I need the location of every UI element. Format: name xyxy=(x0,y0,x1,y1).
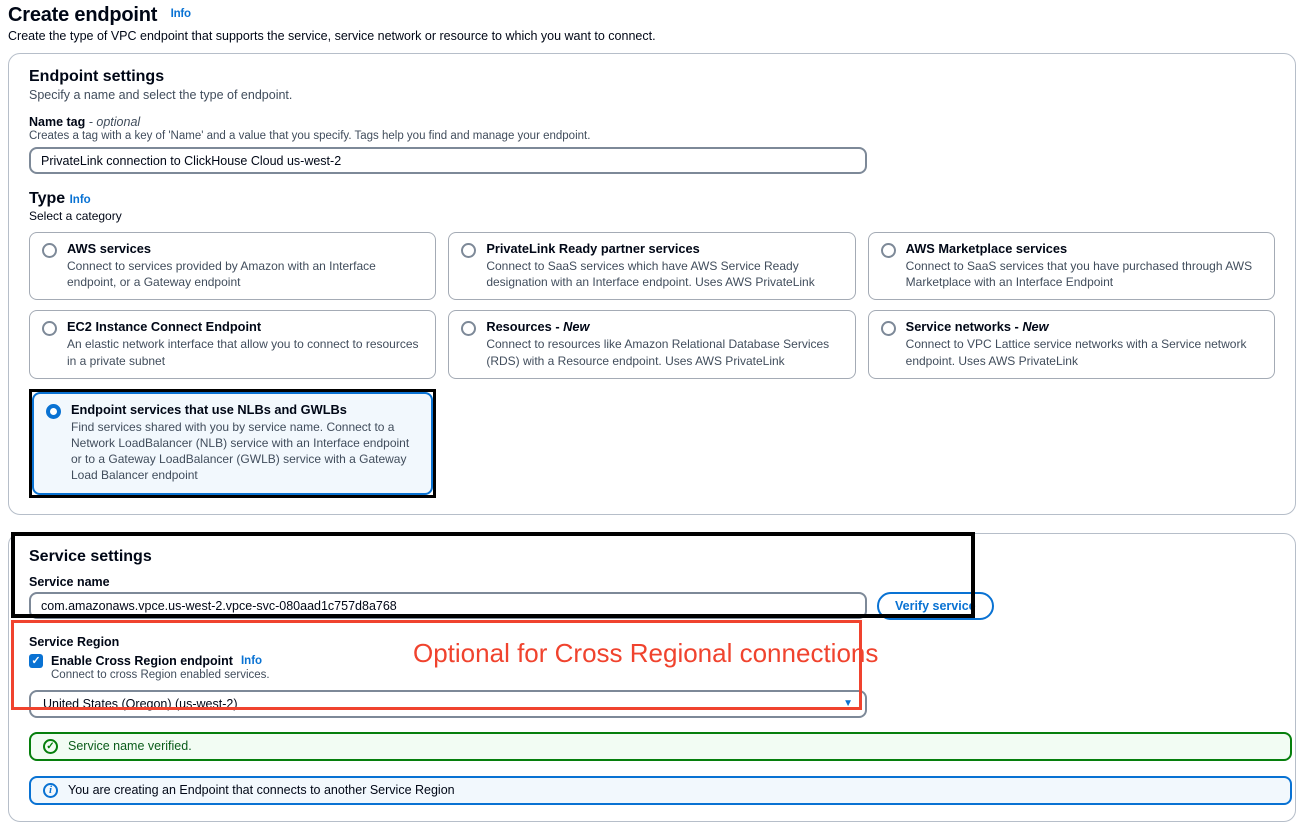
radio-icon[interactable] xyxy=(461,243,477,258)
radio-icon-checked[interactable] xyxy=(46,403,61,419)
page-info-link[interactable]: Info xyxy=(170,8,191,20)
page-description: Create the type of VPC endpoint that sup… xyxy=(8,29,656,43)
name-tag-hint: Creates a tag with a key of 'Name' and a… xyxy=(29,130,591,142)
service-name-row: Verify service xyxy=(29,591,1275,620)
radio-icon[interactable] xyxy=(42,243,57,258)
tile-title: EC2 Instance Connect Endpoint xyxy=(67,319,262,335)
tile-title: AWS Marketplace services xyxy=(905,241,1068,256)
success-check-icon: ✓ xyxy=(43,738,58,754)
tile-title: AWS services xyxy=(67,241,151,256)
name-tag-optional: - optional xyxy=(88,115,141,129)
info-icon: i xyxy=(43,782,58,798)
type-subtitle: Select a category xyxy=(29,209,122,223)
annotation-box-selected-tile: Endpoint services that use NLBs and GWLB… xyxy=(29,388,437,498)
tile-aws-services[interactable]: AWS services Connect to services provide… xyxy=(29,232,437,301)
type-heading-text: Type xyxy=(29,190,66,207)
cross-region-checkbox-hint: Connect to cross Region enabled services… xyxy=(51,668,270,681)
tile-description: Connect to VPC Lattice service networks … xyxy=(905,337,1247,368)
tile-privatelink-partner-services[interactable]: PrivateLink Ready partner services Conne… xyxy=(448,232,856,301)
tile-title-new-badge: New xyxy=(563,319,590,335)
endpoint-settings-panel: Endpoint settings Specify a name and sel… xyxy=(8,53,1296,515)
chevron-down-icon: ▼ xyxy=(843,698,853,709)
tile-description: Connect to SaaS services that you have p… xyxy=(905,259,1253,290)
name-tag-input[interactable] xyxy=(29,147,867,174)
verify-service-button[interactable]: Verify service xyxy=(877,591,994,620)
service-settings-title: Service settings xyxy=(29,547,152,565)
type-info-link[interactable]: Info xyxy=(69,194,91,206)
radio-icon[interactable] xyxy=(42,321,57,337)
tile-title: Endpoint services that use NLBs and GWLB… xyxy=(71,401,347,417)
tile-title: Service networks - xyxy=(905,319,1019,335)
cross-region-info-link[interactable]: Info xyxy=(240,654,263,667)
success-alert-text: Service name verified. xyxy=(68,739,192,753)
name-tag-label-text: Name tag xyxy=(29,115,86,129)
cross-region-checkbox-label: Enable Cross Region endpoint xyxy=(51,653,233,668)
tile-endpoint-services-nlb-gwlb[interactable]: Endpoint services that use NLBs and GWLB… xyxy=(32,391,434,495)
page-title: Create endpoint xyxy=(8,4,158,26)
service-name-input[interactable] xyxy=(29,592,867,619)
service-region-select[interactable]: United States (Oregon) (us-west-2) ▼ xyxy=(29,689,867,718)
info-alert-text: You are creating an Endpoint that connec… xyxy=(68,783,455,797)
cross-region-checkbox-row: ✓ Enable Cross Region endpoint Info xyxy=(29,653,1275,668)
name-tag-label: Name tag - optional xyxy=(29,115,1275,129)
tile-resources[interactable]: Resources - New Connect to resources lik… xyxy=(448,310,856,379)
radio-icon[interactable] xyxy=(880,243,896,258)
service-settings-panel: Optional for Cross Regional connections … xyxy=(8,531,1296,822)
endpoint-settings-subtitle: Specify a name and select the type of en… xyxy=(29,88,293,102)
tile-ec2-instance-connect[interactable]: EC2 Instance Connect Endpoint An elastic… xyxy=(29,310,437,379)
tile-service-networks[interactable]: Service networks - New Connect to VPC La… xyxy=(867,310,1275,379)
tile-description: An elastic network interface that allow … xyxy=(67,337,419,368)
radio-icon[interactable] xyxy=(461,321,477,337)
tile-title: PrivateLink Ready partner services xyxy=(486,241,700,256)
service-name-label: Service name xyxy=(29,574,110,589)
radio-icon[interactable] xyxy=(880,321,896,337)
endpoint-type-tiles: AWS services Connect to services provide… xyxy=(29,232,1275,498)
tile-title-new-badge: New xyxy=(1022,319,1049,335)
tile-description: Connect to SaaS services which have AWS … xyxy=(486,259,815,290)
tile-aws-marketplace-services[interactable]: AWS Marketplace services Connect to SaaS… xyxy=(867,232,1275,301)
tile-description: Connect to resources like Amazon Relatio… xyxy=(486,337,830,368)
tile-title: Resources - xyxy=(486,319,560,335)
page-header: Create endpoint Info Create the type of … xyxy=(8,4,1296,43)
type-heading: Type Info xyxy=(29,190,1275,208)
success-alert: ✓ Service name verified. xyxy=(29,731,1292,761)
service-region-label: Service Region xyxy=(29,634,120,649)
cross-region-checkbox[interactable]: ✓ xyxy=(29,653,43,668)
info-alert: i You are creating an Endpoint that conn… xyxy=(29,775,1292,805)
tile-description: Connect to services provided by Amazon w… xyxy=(67,259,376,290)
endpoint-settings-title: Endpoint settings xyxy=(29,68,165,85)
service-region-select-value: United States (Oregon) (us-west-2) xyxy=(43,696,238,711)
tile-description: Find services shared with you by service… xyxy=(71,419,410,483)
